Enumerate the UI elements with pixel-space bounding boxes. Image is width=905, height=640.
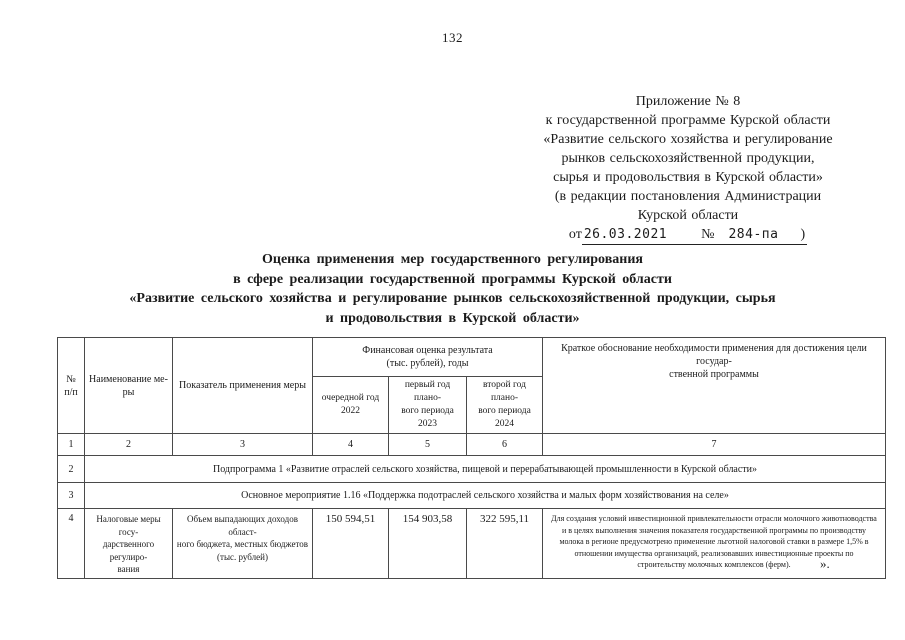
page-number: 132 xyxy=(442,30,463,45)
header-indicator: Показатель применения меры xyxy=(172,337,313,434)
column-number: 7 xyxy=(542,433,886,456)
annex-line: «Развитие сельского хозяйства и регулиро… xyxy=(543,132,833,147)
column-number: 4 xyxy=(312,433,389,456)
column-number: 2 xyxy=(84,433,173,456)
value-2022-cell: 150 594,51 xyxy=(312,508,389,579)
main-activity-title-cell: Основное мероприятие 1.16 «Поддержка под… xyxy=(84,482,886,509)
column-number: 1 xyxy=(57,433,85,456)
row-number: 2 xyxy=(57,455,85,483)
title-line: Оценка применения мер государственного р… xyxy=(262,252,643,267)
regulation-measures-table: № п/п Наименование ме- ры Показатель при… xyxy=(57,337,886,579)
annex-line: (в редакции постановления Администрации xyxy=(554,189,822,204)
title-line: и продовольствия в Курской области» xyxy=(325,310,580,326)
annex-line: рынков сельскохозяйственной продукции, xyxy=(561,151,815,166)
column-number: 6 xyxy=(466,433,543,456)
annex-line: Приложение № 8 xyxy=(635,94,741,109)
justification-cell: Для создания условий инвестиционной прив… xyxy=(542,508,886,579)
closing-quote-mark: ». xyxy=(820,556,830,571)
column-numbers-row: 1 2 3 4 5 6 7 xyxy=(57,433,886,456)
title-line: «Развитие сельского хозяйства и регулиро… xyxy=(129,291,776,306)
date-line-suffix: ) xyxy=(800,227,806,242)
header-year-2022: очередной год 2022 xyxy=(312,376,389,434)
document-title: Оценка применения мер государственного р… xyxy=(0,250,905,328)
value-2023-cell: 154 903,58 xyxy=(388,508,467,579)
annex-line: к государственной программе Курской обла… xyxy=(545,113,831,128)
annex-reference-block: Приложение № 8 к государственной програм… xyxy=(490,92,886,245)
table-row-main-activity: 3 Основное мероприятие 1.16 «Поддержка п… xyxy=(57,482,886,509)
header-year-2023: первый год плано- вого периода 2023 xyxy=(388,376,467,434)
row-number: 3 xyxy=(57,482,85,509)
header-year-2024: второй год плано- вого периода 2024 xyxy=(466,376,543,434)
title-line: в сфере реализации государственной прогр… xyxy=(233,271,672,287)
column-number: 3 xyxy=(172,433,313,456)
table-row-subprogram: 2 Подпрограмма 1 «Развитие отраслей сель… xyxy=(57,455,886,483)
annex-line: сырья и продовольствия в Курской области… xyxy=(553,170,823,185)
decree-date: 26.03.2021 xyxy=(583,227,668,242)
header-measure-name: Наименование ме- ры xyxy=(84,337,173,434)
subprogram-title-cell: Подпрограмма 1 «Развитие отраслей сельск… xyxy=(84,455,886,483)
date-prefix: от xyxy=(568,227,582,242)
table-row-tax-measure: 4 Налоговые меры госу- дарственного регу… xyxy=(57,508,886,579)
annex-line: Курской области xyxy=(637,208,739,223)
value-2024-cell: 322 595,11 xyxy=(466,508,543,579)
header-financial-group: Финансовая оценка результата (тыс. рубле… xyxy=(312,337,543,377)
header-justification: Краткое обоснование необходимости примен… xyxy=(542,337,886,434)
header-num: № п/п xyxy=(57,337,85,434)
indicator-cell: Объем выпадающих доходов област- ного бю… xyxy=(172,508,313,579)
table-header-row-1: № п/п Наименование ме- ры Показатель при… xyxy=(57,337,886,434)
row-number: 4 xyxy=(57,508,85,579)
measure-name-cell: Налоговые меры госу- дарственного регули… xyxy=(84,508,173,579)
decree-number: 284-па xyxy=(728,227,779,242)
number-sign: № xyxy=(701,227,715,242)
column-number: 5 xyxy=(388,433,467,456)
